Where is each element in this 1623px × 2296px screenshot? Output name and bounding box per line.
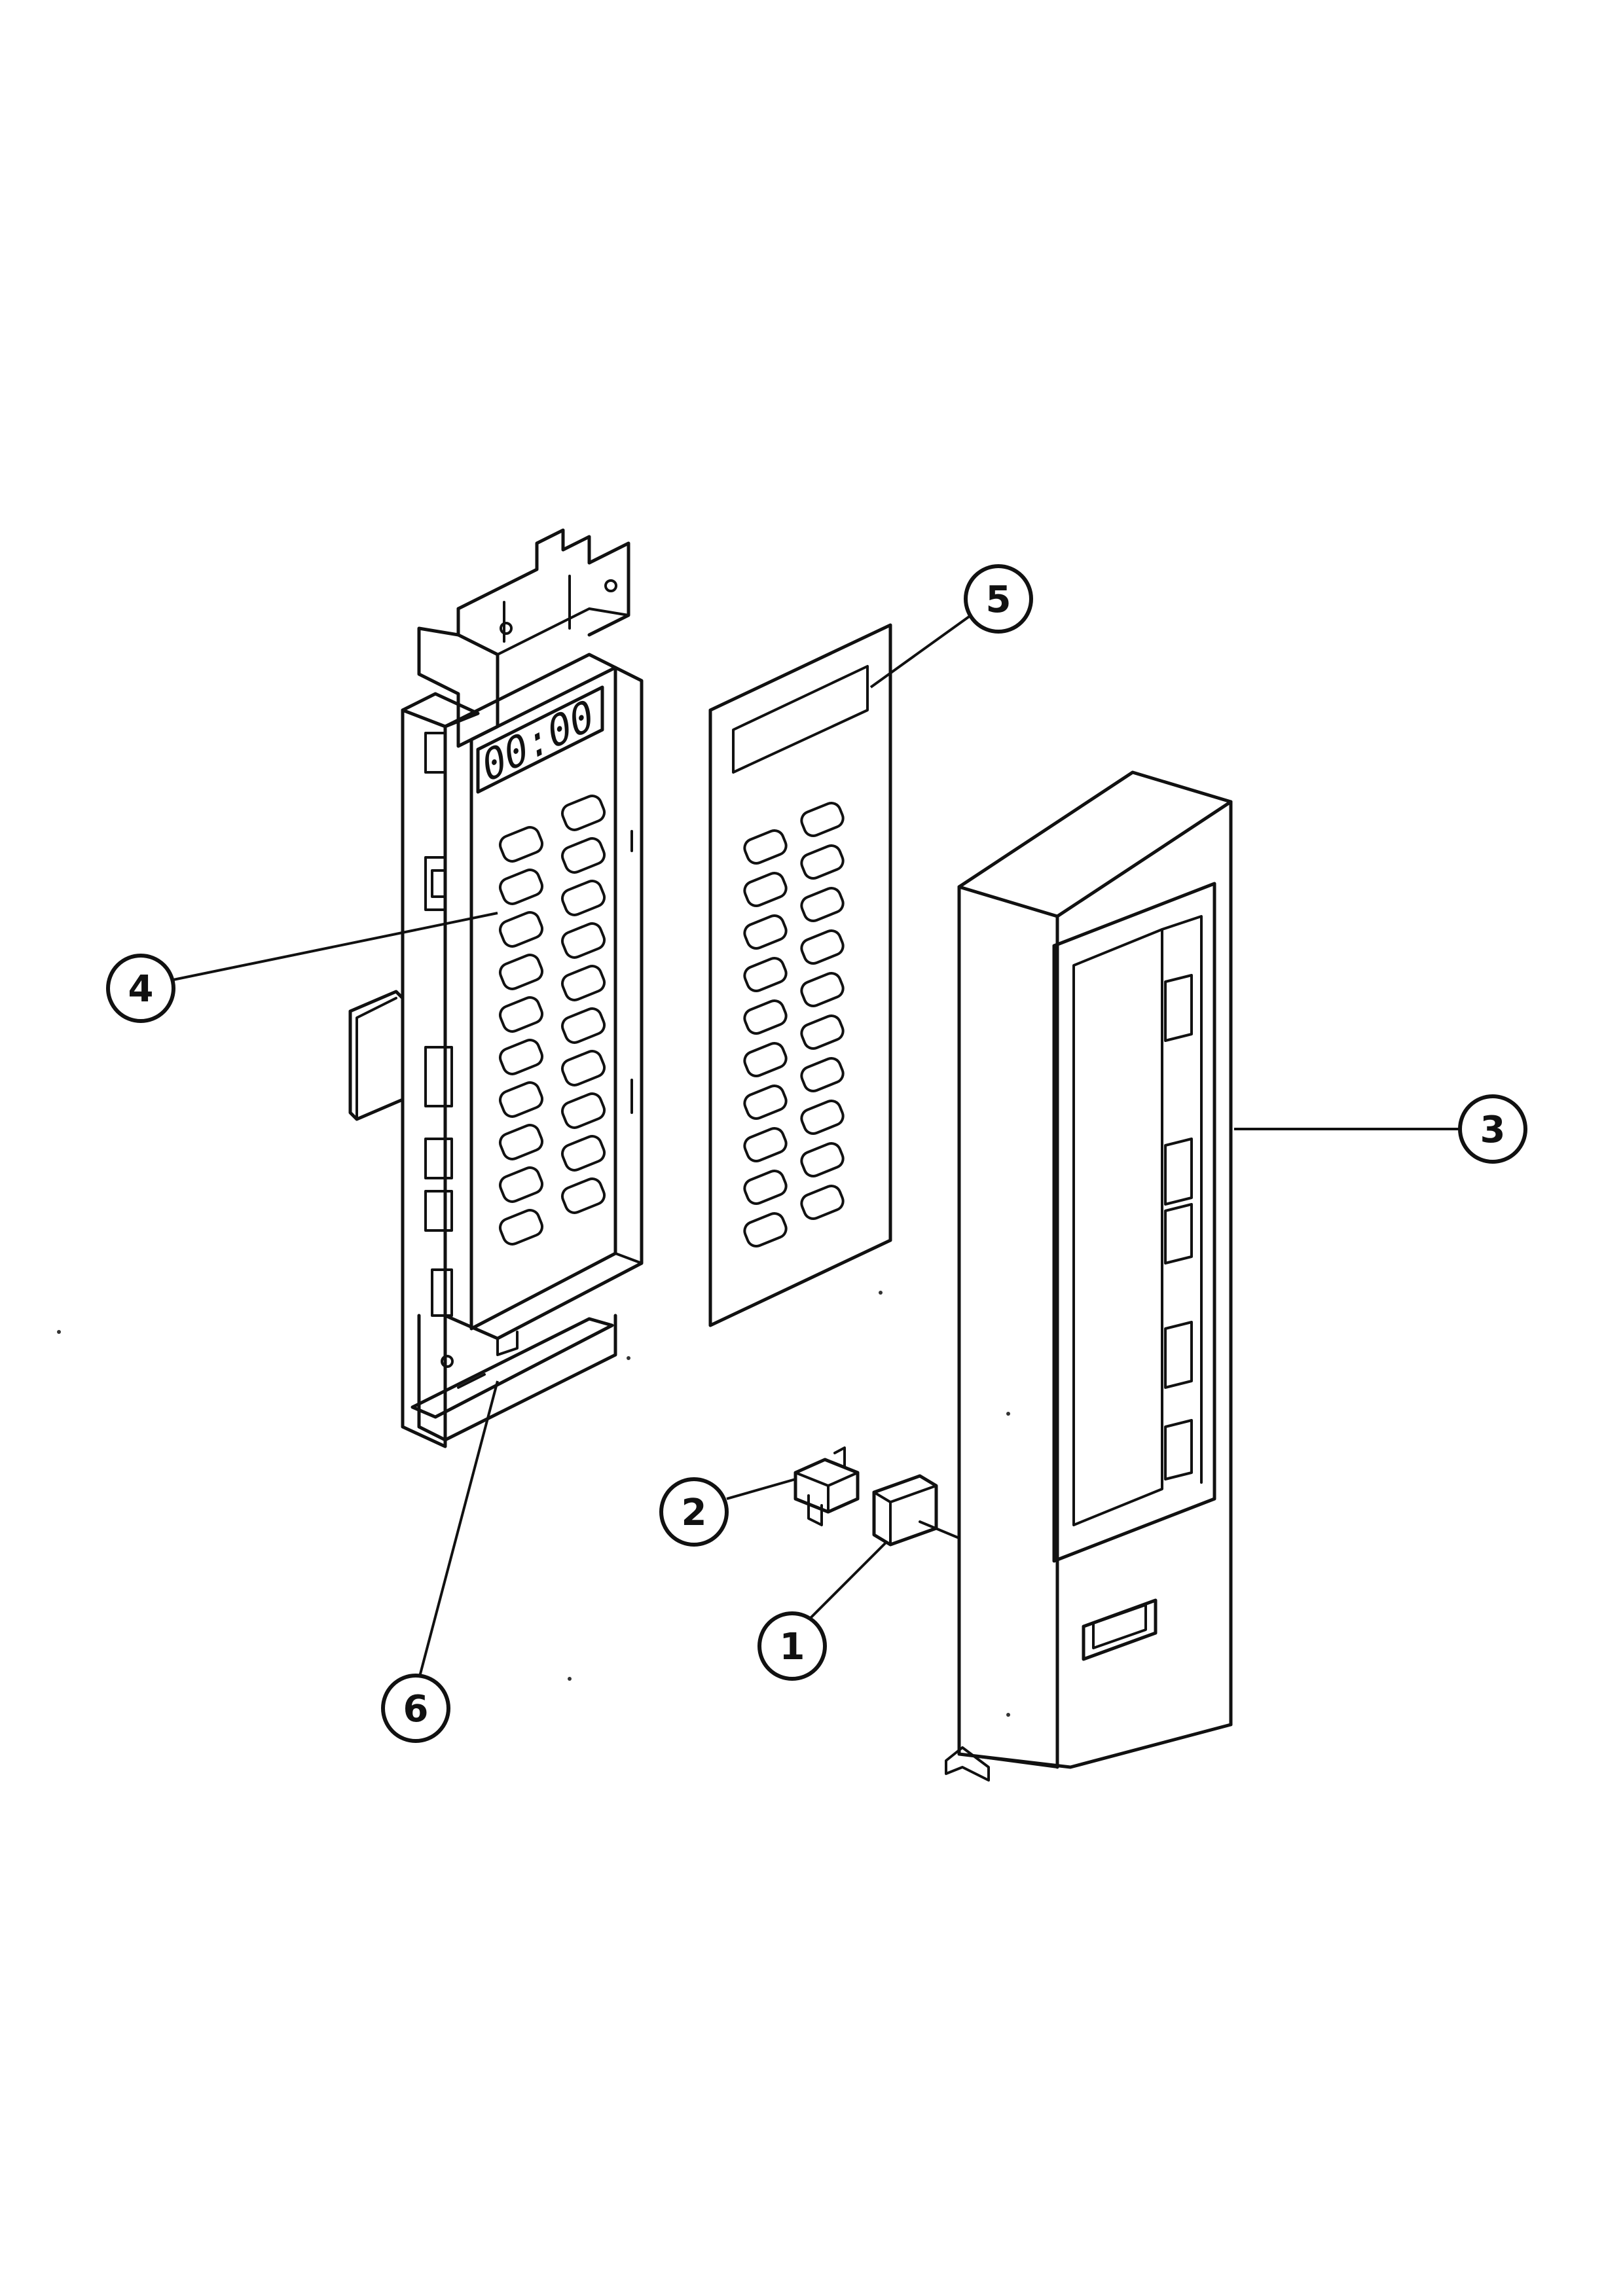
callout-label-6: 6 <box>403 1688 429 1731</box>
keypad-membrane <box>708 623 892 1327</box>
callout-2: 2 <box>659 1477 729 1547</box>
callout-3: 3 <box>1458 1094 1527 1164</box>
callout-5: 5 <box>964 564 1033 634</box>
leader-lines <box>163 611 1460 1679</box>
leader-4 <box>163 912 498 983</box>
callout-label-3: 3 <box>1480 1109 1506 1151</box>
callout-1: 1 <box>757 1611 827 1681</box>
board-keypad <box>498 795 606 1246</box>
scan-specks <box>57 1291 1010 1717</box>
leader-2 <box>726 1478 796 1500</box>
callout-6: 6 <box>381 1674 450 1743</box>
callout-label-2: 2 <box>682 1492 707 1534</box>
control-board-assembly: 00:00 <box>348 528 644 1448</box>
leader-5 <box>869 611 977 689</box>
leader-1 <box>804 1540 888 1624</box>
callout-label-1: 1 <box>780 1626 805 1668</box>
callout-label-4: 4 <box>128 968 154 1011</box>
control-panel-frame <box>945 770 1233 1782</box>
membrane-keypad <box>743 801 845 1248</box>
callout-label-5: 5 <box>986 579 1012 621</box>
callout-4: 4 <box>106 954 175 1023</box>
switch-part <box>793 1446 860 1526</box>
button-cover-part <box>872 1474 960 1547</box>
leader-6 <box>418 1380 499 1679</box>
